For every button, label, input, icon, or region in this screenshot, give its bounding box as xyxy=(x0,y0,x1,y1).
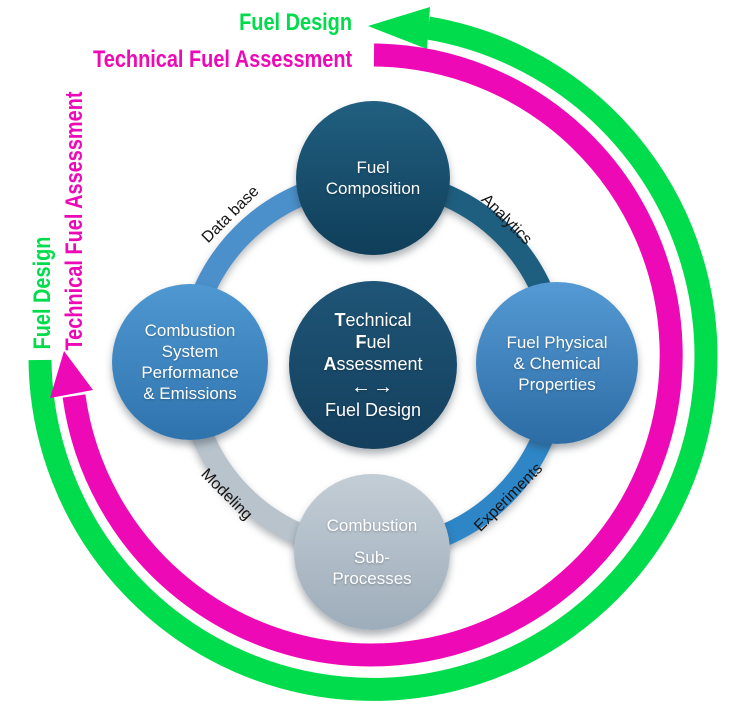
node-combustion-system-performance: Combustion System Performance & Emission… xyxy=(112,284,268,440)
node-fuel-composition: Fuel Composition xyxy=(296,101,450,255)
node-text-line: Fuel Physical xyxy=(506,332,608,352)
hub-text-line: Assessment xyxy=(323,354,423,374)
technical-fuel-assessment-label-top: Technical Fuel Assessment xyxy=(92,46,352,73)
node-hub-technical-fuel-assessment: Technical Fuel Assessment ←→ Fuel Design xyxy=(289,281,457,449)
node-text-line: & Emissions xyxy=(143,384,237,403)
hub-text-line: Technical xyxy=(334,310,412,330)
node-combustion-sub-processes: Combustion Sub- Processes xyxy=(294,474,450,630)
fuel-design-label-side: Fuel Design xyxy=(29,236,56,350)
fuel-design-arrowhead-icon xyxy=(368,7,430,49)
node-text-line: & Chemical xyxy=(513,353,601,373)
technical-fuel-assessment-arrow xyxy=(50,43,683,667)
node-text-line: Performance xyxy=(141,363,239,382)
technical-fuel-assessment-arrowhead-icon xyxy=(50,351,93,398)
node-fuel-physical-chemical-properties: Fuel Physical & Chemical Properties xyxy=(476,282,638,444)
hub-text-line: Fuel Design xyxy=(324,400,422,420)
node-text-line: Composition xyxy=(325,179,421,198)
technical-fuel-assessment-label-side: Technical Fuel Assessment xyxy=(61,91,88,351)
fuel-design-label-top: Fuel Design xyxy=(239,9,352,36)
node-text-line: Combustion xyxy=(144,321,236,340)
node-text-line: Fuel xyxy=(356,158,390,177)
node-text-line: Processes xyxy=(332,569,412,588)
hub-text-line: Fuel xyxy=(355,332,391,352)
node-text-line: Sub- xyxy=(354,548,390,567)
technical-fuel-assessment-arrow-arc xyxy=(62,43,683,667)
bidirectional-arrows-icon: ←→ xyxy=(351,376,395,398)
node-text-line: Combustion xyxy=(326,516,418,535)
node-text-line: Properties xyxy=(518,374,596,394)
fuel-design-arrow xyxy=(28,7,718,701)
node-text-line: System xyxy=(161,342,219,361)
fuel-design-arrow-arc xyxy=(28,16,718,701)
